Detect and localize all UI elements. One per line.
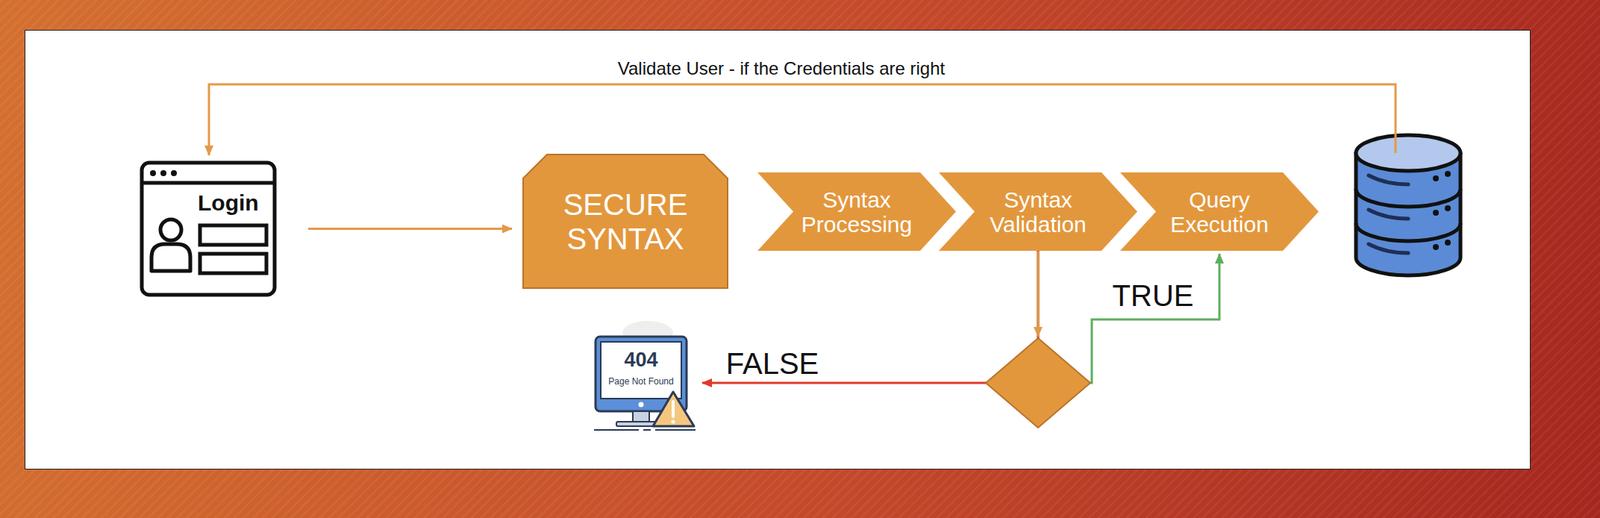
login-window: Login (139, 160, 277, 298)
flow-title: Validate User - if the Credentials are r… (617, 58, 945, 80)
error-monitor: 404Page Not Found (594, 320, 698, 432)
step-text: Syntax Processing (789, 187, 924, 237)
flow-arrow (308, 227, 512, 230)
process-box: SECURE SYNTAX (522, 153, 729, 289)
box-text: SECURE SYNTAX (537, 187, 714, 256)
chevron-step: Syntax Validation (938, 172, 1138, 251)
step-text: Syntax Validation (970, 187, 1106, 237)
login-window-outline (139, 160, 277, 298)
validate-line (208, 84, 1396, 156)
decision-stub (1037, 251, 1040, 337)
error-code: 404 (601, 347, 681, 372)
chevron-step: Query Execution (1120, 172, 1319, 251)
decision-diamond (985, 338, 1091, 428)
chevron-step: Syntax Processing (757, 172, 956, 251)
error-message: Page Not Found (601, 376, 681, 388)
branch-label: FALSE (726, 347, 820, 380)
step-text: Query Execution (1152, 187, 1287, 237)
database-icon (1355, 135, 1461, 276)
process-box-outline (522, 153, 729, 289)
login-title: Login (197, 190, 259, 216)
flow-arrow (702, 250, 1039, 383)
branch-label: TRUE (1112, 279, 1195, 312)
